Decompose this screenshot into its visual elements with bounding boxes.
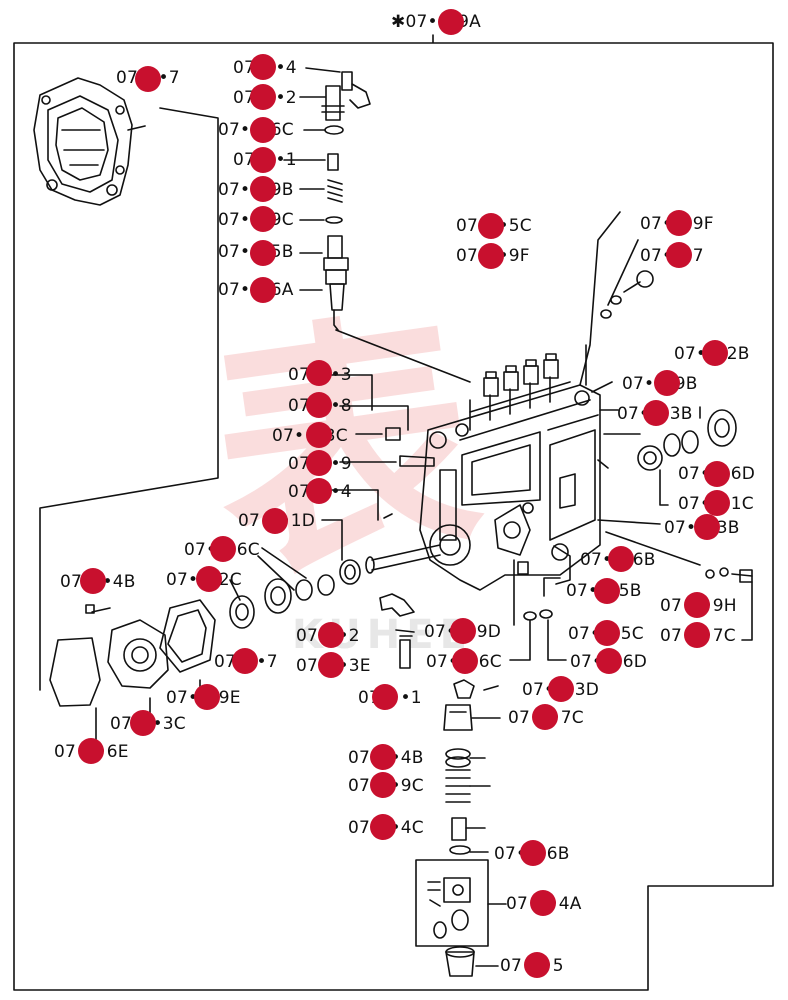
- label-marker: [196, 566, 222, 592]
- label-marker: [478, 213, 504, 239]
- label-marker: [318, 622, 344, 648]
- label-marker: [684, 622, 710, 648]
- assembly-number-label: ✱07•••9A: [391, 12, 482, 32]
- label-marker: [306, 360, 332, 386]
- label-marker: [250, 147, 276, 173]
- label-marker: [596, 648, 622, 674]
- label-marker: [250, 176, 276, 202]
- label-marker: [478, 243, 504, 269]
- assembly-border: [13, 34, 774, 991]
- label-marker: [370, 814, 396, 840]
- label-marker: [704, 461, 730, 487]
- label-marker: [80, 568, 106, 594]
- label-marker: [450, 618, 476, 644]
- label-marker: [250, 54, 276, 80]
- delivery-valve-stack: [283, 67, 471, 383]
- injection-pump-body: [365, 353, 601, 591]
- label-marker: [702, 340, 728, 366]
- label-marker: [608, 546, 634, 572]
- label-marker: [262, 508, 288, 534]
- label-marker: [250, 240, 276, 266]
- label-marker: [250, 206, 276, 232]
- label-marker: [666, 210, 692, 236]
- label-marker: [643, 400, 669, 426]
- label-marker: [452, 648, 478, 674]
- label-marker: [532, 704, 558, 730]
- label-marker: [250, 84, 276, 110]
- label-marker: [524, 952, 550, 978]
- gear-housing: [33, 77, 146, 206]
- label-marker: [438, 9, 464, 35]
- plunger-box: [415, 859, 489, 947]
- label-marker: [530, 890, 556, 916]
- label-marker: [306, 422, 332, 448]
- label-marker: [306, 392, 332, 418]
- label-marker: [684, 592, 710, 618]
- label-marker: [594, 620, 620, 646]
- label-marker: [666, 242, 692, 268]
- label-marker: [130, 710, 156, 736]
- label-marker: [694, 514, 720, 540]
- label-marker: [306, 478, 332, 504]
- label-marker: [232, 648, 258, 674]
- label-marker: [250, 117, 276, 143]
- label-marker: [210, 536, 236, 562]
- label-marker: [704, 490, 730, 516]
- label-marker: [306, 450, 332, 476]
- label-marker: [548, 676, 574, 702]
- label-marker: [194, 684, 220, 710]
- label-marker: [318, 652, 344, 678]
- label-marker: [654, 370, 680, 396]
- label-marker: [372, 684, 398, 710]
- label-marker: [520, 840, 546, 866]
- label-marker: [370, 772, 396, 798]
- label-marker: [370, 744, 396, 770]
- label-marker: [78, 738, 104, 764]
- label-marker: [594, 578, 620, 604]
- label-marker: [250, 277, 276, 303]
- label-marker: [135, 66, 161, 92]
